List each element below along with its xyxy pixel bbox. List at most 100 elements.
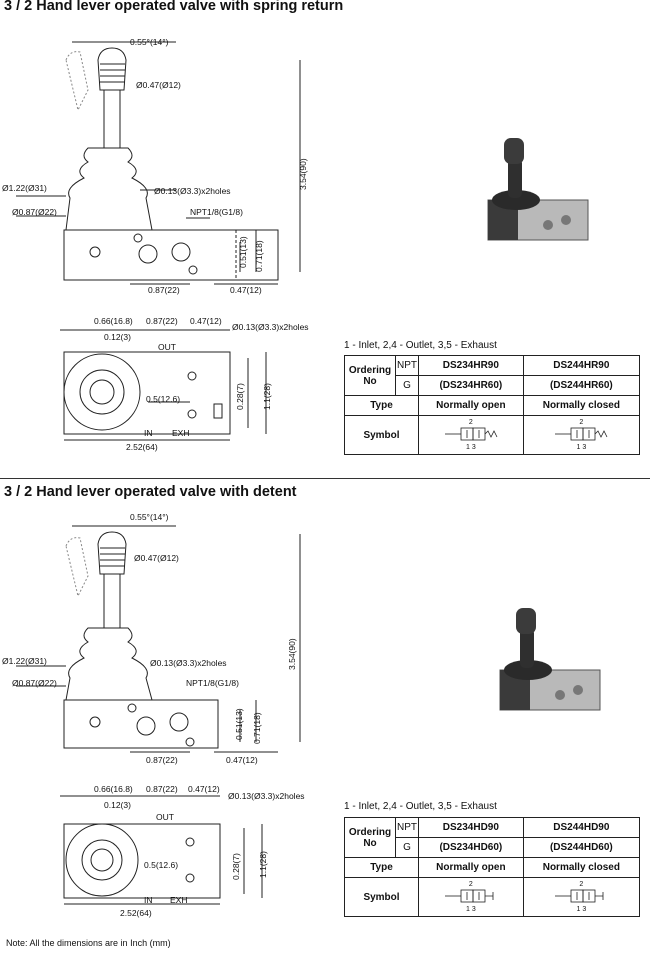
type-b: Normally closed: [522, 857, 641, 878]
symbol-label: Symbol: [344, 415, 419, 455]
dim-mid: 0.5(12.6): [146, 394, 181, 404]
ordering-label: Ordering: [348, 364, 392, 376]
label-out: OUT: [156, 812, 174, 822]
type-b: Normally closed: [522, 395, 641, 416]
dim-side1: 0.28(7): [235, 383, 245, 410]
valve-symbol-icon: [444, 427, 498, 440]
valve-symbol-icon: [555, 427, 608, 440]
dim-boot-diameter: Ø1.22(Ø31): [2, 656, 47, 666]
symbol-cell-a: 2 1 3: [418, 877, 524, 917]
symbol-cell-b: 2 1 3: [522, 415, 641, 455]
dim-top2: 0.87(22): [146, 316, 178, 326]
symbol-port-top: 2: [468, 880, 473, 888]
dim-knob-diameter: Ø0.47(Ø12): [134, 553, 179, 563]
dim-total: 2.52(64): [126, 442, 158, 452]
dim-w2: 0.47(12): [226, 755, 258, 765]
dim-offset: 0.12(3): [104, 332, 131, 342]
dim-top1: 0.66(16.8): [94, 316, 133, 326]
dim-holes: Ø0.13(Ø3.3)x2holes: [154, 186, 231, 196]
product-photo: [487, 138, 589, 241]
npt-code-a: DS234HD90: [418, 817, 524, 838]
dim-side1: 0.28(7): [231, 853, 241, 880]
dim-knob-diameter: Ø0.47(Ø12): [136, 80, 181, 90]
valve-symbol-icon: [555, 889, 604, 902]
npt-label: NPT: [395, 817, 419, 838]
top-view-drawing: [60, 329, 267, 441]
type-a: Normally open: [418, 857, 524, 878]
symbol-port-bottom: 1 3: [576, 905, 587, 913]
label-out: OUT: [158, 342, 176, 352]
dim-angle: 0.55°(14°): [130, 37, 169, 47]
dim-top3: 0.47(12): [190, 316, 222, 326]
g-code-a: (DS234HD60): [418, 837, 524, 858]
label-exh: EXH: [170, 895, 188, 905]
dim-base-diameter: Ø0.87(Ø22): [12, 207, 57, 217]
dim-total: 2.52(64): [120, 908, 152, 918]
label-in: IN: [144, 895, 153, 905]
port-legend: 1 - Inlet, 2,4 - Outlet, 3,5 - Exhaust: [344, 340, 497, 351]
label-in: IN: [144, 428, 153, 438]
g-label: G: [395, 837, 419, 858]
dim-holes: Ø0.13(Ø3.3)x2holes: [150, 658, 227, 668]
npt-code-b: DS244HR90: [522, 355, 641, 376]
npt-label: NPT: [395, 355, 419, 376]
dim-h2: 0.71(18): [254, 240, 264, 272]
dim-offset: 0.12(3): [104, 800, 131, 810]
symbol-port-top: 2: [579, 418, 584, 426]
no-label: No: [363, 837, 377, 849]
type-label: Type: [344, 395, 419, 416]
npt-code-a: DS234HR90: [418, 355, 524, 376]
product-photo: [499, 608, 601, 711]
symbol-cell-b: 2 1 3: [522, 877, 641, 917]
dim-h2: 0.71(18): [252, 712, 262, 744]
dim-height: 3.54(90): [298, 158, 308, 190]
dim-h1: 0.51(13): [238, 236, 248, 268]
dim-side2: 1.1(28): [262, 383, 272, 410]
dim-w2: 0.47(12): [230, 285, 262, 295]
dim-base-diameter: Ø0.87(Ø22): [12, 678, 57, 688]
type-label: Type: [344, 857, 419, 878]
dim-top3: 0.47(12): [188, 784, 220, 794]
symbol-port-top: 2: [579, 880, 584, 888]
dim-port: NPT1/8(G1/8): [186, 678, 239, 688]
top-view-drawing: [60, 795, 263, 905]
ordering-label: Ordering: [348, 826, 392, 838]
symbol-port-bottom: 1 3: [465, 905, 476, 913]
label-exh: EXH: [172, 428, 190, 438]
section-title: 3 / 2 Hand lever operated valve with det…: [4, 484, 297, 500]
symbol-cell-a: 2 1 3: [418, 415, 524, 455]
dim-top-holes: Ø0.13(Ø3.3)x2holes: [228, 791, 305, 801]
dim-top-holes: Ø0.13(Ø3.3)x2holes: [232, 322, 309, 332]
symbol-port-bottom: 1 3: [465, 443, 476, 451]
symbol-port-top: 2: [468, 418, 473, 426]
dim-side2: 1.1(28): [258, 851, 268, 878]
dim-angle: 0.55°(14°): [130, 512, 169, 522]
footnote: Note: All the dimensions are in Inch (mm…: [6, 938, 171, 948]
dim-h1: 0.51(13): [234, 708, 244, 740]
npt-code-b: DS244HD90: [522, 817, 641, 838]
port-legend: 1 - Inlet, 2,4 - Outlet, 3,5 - Exhaust: [344, 801, 497, 812]
dim-height: 3.54(90): [287, 638, 297, 670]
section-divider: [0, 478, 650, 479]
symbol-port-bottom: 1 3: [576, 443, 587, 451]
dim-w1: 0.87(22): [146, 755, 178, 765]
dim-mid: 0.5(12.6): [144, 860, 179, 870]
symbol-label: Symbol: [344, 877, 419, 917]
dim-boot-diameter: Ø1.22(Ø31): [2, 183, 47, 193]
type-a: Normally open: [418, 395, 524, 416]
dim-top2: 0.87(22): [146, 784, 178, 794]
dim-port: NPT1/8(G1/8): [190, 207, 243, 217]
g-code-a: (DS234HR60): [418, 375, 524, 396]
side-view-drawing: [16, 525, 301, 753]
g-code-b: (DS244HD60): [522, 837, 641, 858]
valve-symbol-icon: [444, 889, 494, 902]
dim-top1: 0.66(16.8): [94, 784, 133, 794]
g-code-b: (DS244HR60): [522, 375, 641, 396]
section-title: 3 / 2 Hand lever operated valve with spr…: [4, 0, 344, 14]
side-view-drawing: [16, 41, 301, 285]
g-label: G: [395, 375, 419, 396]
dim-w1: 0.87(22): [148, 285, 180, 295]
no-label: No: [363, 375, 377, 387]
